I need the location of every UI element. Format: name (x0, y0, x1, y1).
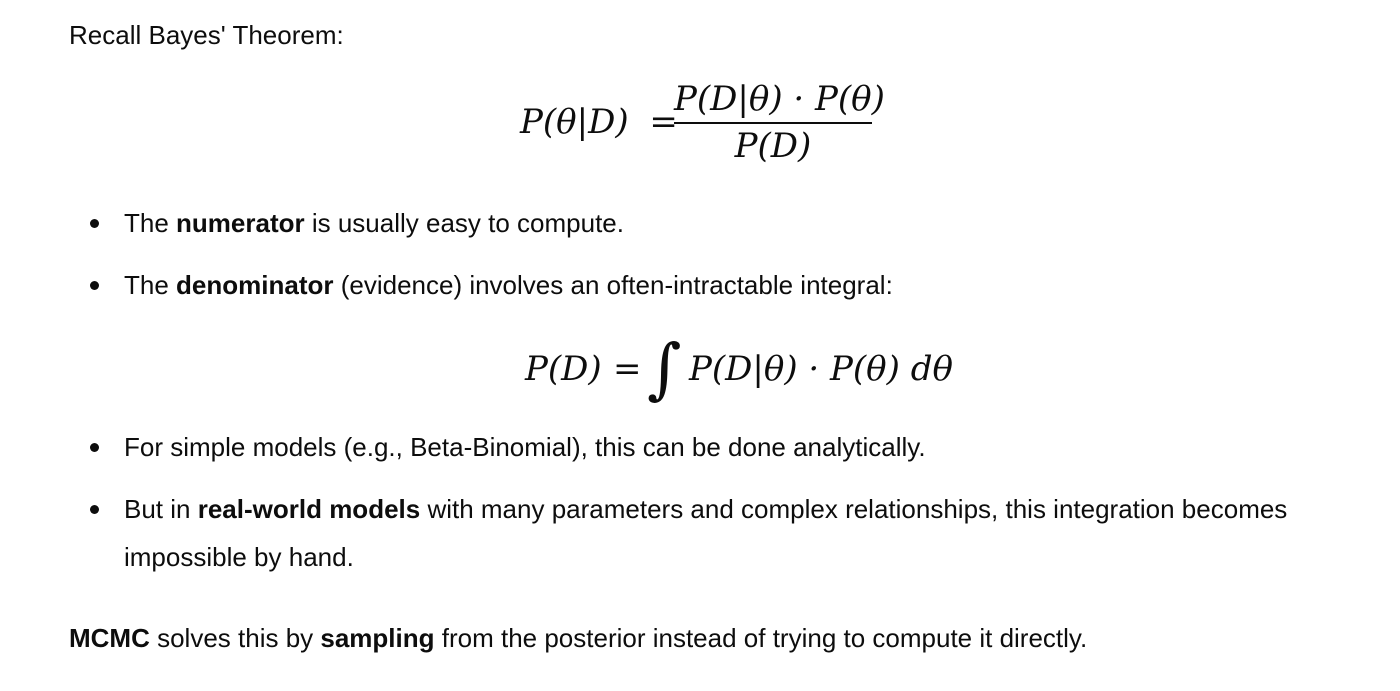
closing-paragraph: MCMC solves this by sampling from the po… (69, 614, 1087, 662)
list-item: For simple models (e.g., Beta-Binomial),… (90, 423, 1304, 471)
bayes-denominator: P(D) (734, 125, 812, 166)
evidence-integrand: P(D|θ) · P(θ) dθ (689, 349, 953, 389)
intro-paragraph: Recall Bayes' Theorem: (69, 11, 344, 59)
list-item: The numerator is usually easy to compute… (90, 199, 1304, 247)
list-item-text: But in (124, 494, 198, 524)
bayes-fraction: P(D|θ) · P(θ) P(D) (674, 78, 885, 166)
evidence-integral-equation: P(D) = ∫ P(D|θ) · P(θ) dθ (525, 330, 953, 415)
list-item-bold: numerator (176, 208, 305, 238)
list-item: But in real-world models with many param… (90, 485, 1304, 581)
list-item-text: with many parameters and complex relatio… (124, 494, 1288, 572)
fraction-bar (674, 122, 872, 124)
list-item-text: For simple models (e.g., Beta-Binomial),… (124, 432, 926, 462)
evidence-equals: = (613, 349, 642, 389)
closing-text: solves this by (149, 623, 321, 653)
bayes-numerator: P(D|θ) · P(θ) (674, 79, 885, 119)
closing-bold-mcmc: MCMC (69, 623, 150, 653)
list-item-bold: real-world models (197, 494, 421, 524)
intro-text: Recall Bayes' Theorem: (69, 20, 344, 50)
evidence-lhs: P(D) (525, 349, 602, 389)
list-item-bold: denominator (176, 270, 334, 300)
list-item-text: (evidence) involves an often-intractable… (333, 270, 893, 300)
list-item-text: The (124, 208, 177, 238)
bayes-lhs-text: P(θ|D) (520, 102, 629, 142)
list-item: The denominator (evidence) involves an o… (90, 261, 1304, 309)
list-item-text: is usually easy to compute. (304, 208, 624, 238)
closing-text: from the posterior instead of trying to … (434, 623, 1088, 653)
bayes-equals: = (649, 102, 678, 142)
bayes-lhs: P(θ|D) = (520, 102, 678, 142)
integral-sign: ∫ (647, 330, 682, 407)
closing-bold-sampling: sampling (320, 623, 435, 653)
bayes-theorem-equation: P(θ|D) = P(D|θ) · P(θ) P(D) (520, 78, 890, 170)
list-item-text: The (124, 270, 177, 300)
